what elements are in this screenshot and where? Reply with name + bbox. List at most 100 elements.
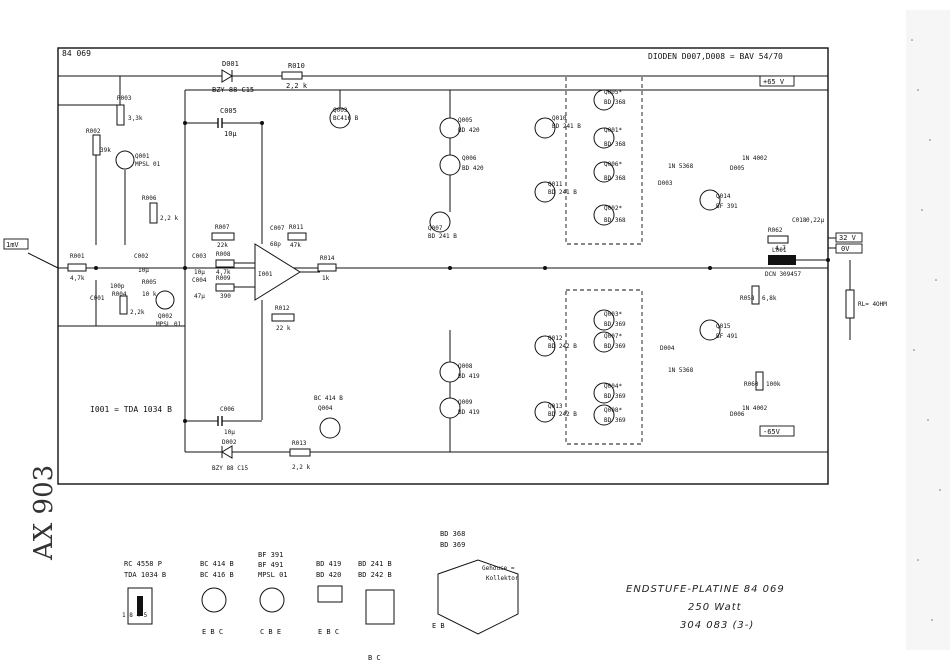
- r062-ref: R062: [768, 227, 783, 234]
- r058-resistor: [751, 285, 760, 305]
- r008-resistor: [215, 259, 235, 268]
- input-label: 1mV: [6, 241, 19, 249]
- r006-value: 2,2 k: [160, 215, 178, 222]
- q003-value: BC416 B: [333, 115, 359, 122]
- l001-inductor: [768, 255, 796, 265]
- q006p-value: BD 368: [604, 175, 626, 182]
- load-resistor: [845, 289, 855, 319]
- q011-value: BD 241 B: [548, 189, 577, 196]
- schematic-frame: [57, 47, 829, 485]
- r012-ref: R012: [275, 305, 290, 312]
- r003-value: 3,3k: [128, 115, 143, 122]
- q008-power-transistor: [593, 404, 615, 426]
- r008-value: 4,7k: [216, 269, 231, 276]
- out-v1-label: 32 V: [839, 234, 857, 242]
- q004p-ref: Q004*: [604, 383, 622, 390]
- d006-value: 1N 4002: [742, 405, 768, 412]
- r010-ref: R010: [288, 62, 305, 70]
- handwritten-note: AX 903: [29, 465, 59, 561]
- to126-package: [317, 585, 343, 603]
- r006-resistor: [149, 202, 158, 224]
- r013-value: 2,2 k: [292, 464, 310, 471]
- r009-value: 390: [220, 293, 231, 300]
- q014-value: BF 391: [716, 203, 738, 210]
- q011-ref: Q011: [548, 181, 563, 188]
- r014-value: 1k: [322, 275, 330, 282]
- pkg-bd368-name: BD 368: [440, 530, 465, 538]
- q012-ref: Q012: [548, 335, 563, 342]
- pkg-ic-name: RC 4558 P: [124, 560, 162, 568]
- q008p-value: BD 369: [604, 417, 626, 424]
- input-box: [3, 238, 29, 250]
- r062-resistor: [767, 235, 789, 244]
- q005p-value: BD 368: [604, 99, 626, 106]
- r014-ref: R014: [320, 255, 335, 262]
- d002-ref: D002: [222, 439, 237, 446]
- q002-ref: Q002: [158, 313, 173, 320]
- c004-value: 47µ: [194, 293, 205, 300]
- q007p-ref: Q007*: [604, 333, 622, 340]
- q005-ref: Q005: [458, 117, 473, 124]
- q005-transistor: [439, 117, 461, 139]
- to220-package: [365, 589, 395, 625]
- d002-value: BZY 88 C15: [212, 465, 249, 472]
- pos-rail-box: [759, 75, 795, 87]
- to92-package-bf: [259, 587, 285, 613]
- c007-ref: C007: [270, 225, 285, 232]
- ic-dip-notch: [137, 596, 143, 616]
- l001-value: DCN 309457: [765, 271, 802, 278]
- q003p-ref: Q003*: [604, 311, 622, 318]
- r012-resistor: [271, 313, 295, 322]
- q009-ref: Q009: [458, 399, 473, 406]
- q010-transistor: [534, 117, 556, 139]
- r058-ref: R058: [740, 295, 755, 302]
- q007-ref: Q007: [428, 225, 443, 232]
- pkg-bf-pins: C B E: [260, 628, 281, 636]
- c005-ref: C005: [220, 107, 237, 115]
- d006-ref: D006: [730, 411, 745, 418]
- q002p-value: BD 368: [604, 217, 626, 224]
- q004-value: BC 414 B: [314, 395, 343, 402]
- r003-resistor: [116, 104, 125, 126]
- pkg-bd368-pins: E B: [432, 622, 445, 630]
- q006p-ref: Q006*: [604, 161, 622, 168]
- pkg-bc-pins: E B C: [202, 628, 223, 636]
- c005-value: 10µ: [224, 130, 237, 138]
- r002-resistor: [92, 134, 101, 156]
- pkg-bd419-pins: E B C: [318, 628, 339, 636]
- q009-value: BD 419: [458, 409, 480, 416]
- q007-transistor: [429, 211, 451, 233]
- q003-power-transistor: [593, 309, 615, 331]
- q012-transistor: [534, 335, 556, 357]
- ic-note: I001 = TDA 1034 B: [90, 405, 172, 414]
- r011-value: 47k: [290, 242, 301, 249]
- q005p-ref: Q005*: [604, 89, 622, 96]
- pkg-bf-sub: BF 491: [258, 561, 283, 569]
- q008-value: BD 419: [458, 373, 480, 380]
- q008-ref: Q008: [458, 363, 473, 370]
- q013-value: BD 242 B: [548, 411, 577, 418]
- r010-value: 2,2 k: [286, 82, 308, 90]
- neg-rail-box: [759, 425, 795, 437]
- q001p-ref: Q001*: [604, 127, 622, 134]
- q004-ref: Q004: [318, 405, 333, 412]
- pkg-bc-sub: BC 416 B: [200, 571, 234, 579]
- board-number: 84 069: [62, 49, 91, 58]
- d002-diode: [221, 445, 233, 459]
- d004-value: 1N 5368: [668, 367, 694, 374]
- pkg-ic-sub: TDA 1034 B: [124, 571, 166, 579]
- q003-ref: Q003: [333, 107, 348, 114]
- c004-ref: C004: [192, 277, 207, 284]
- q014-transistor: [699, 189, 721, 211]
- c001-ref: C001: [90, 295, 105, 302]
- q002-value: MPSL 01: [156, 321, 182, 328]
- c001-value: 100p: [110, 283, 125, 290]
- q004-power-transistor: [593, 382, 615, 404]
- q007-value: BD 241 B: [428, 233, 457, 240]
- r062-value: 4,7: [775, 245, 786, 252]
- r002-value: 39k: [100, 147, 111, 154]
- i001-ref: I001: [258, 271, 273, 278]
- i001-opamp: [254, 243, 301, 301]
- title-line-2: 250 Watt: [688, 602, 742, 613]
- q001-value: MPSL 01: [135, 161, 161, 168]
